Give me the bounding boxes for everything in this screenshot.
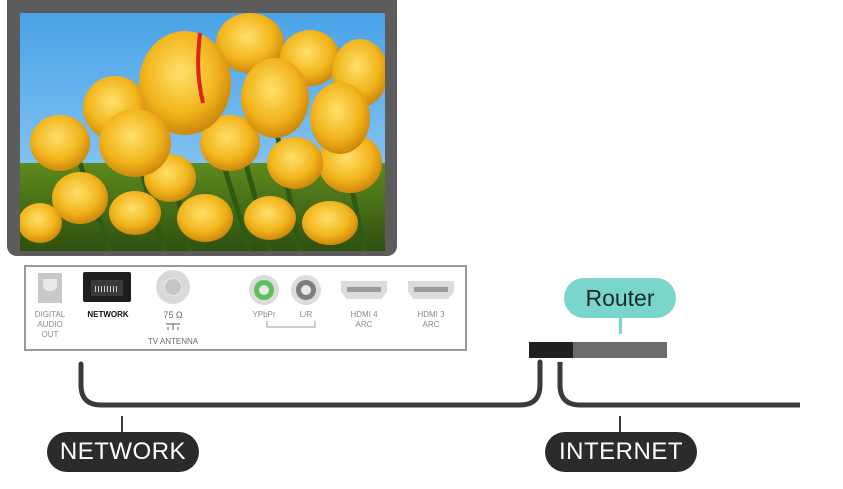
tv-screen-image [20,13,385,251]
network-cable [78,359,543,408]
hdmi3-label: HDMI 3 ARC [417,310,445,329]
antenna-ohm-label: 75 Ω [163,310,183,320]
ethernet-port-icon[interactable] [83,272,131,302]
hdmi3-port-icon[interactable] [408,281,454,299]
internet-label-stem [619,416,621,432]
digital-audio-port-icon [38,273,62,303]
antenna-label: TV ANTENNA [147,337,199,346]
antenna-symbol-icon [166,323,180,330]
ypbpr-label: YPbPr [252,310,276,319]
internet-label: INTERNET [545,432,697,472]
router-port-section [529,342,573,358]
hdmi4-port-icon[interactable] [341,281,387,299]
network-port-label: NETWORK [87,310,129,319]
lr-label: L/R [299,310,313,319]
router-label-stem [619,318,622,334]
digital-audio-label: DIGITAL AUDIO OUT [34,310,66,339]
network-label-stem [121,416,123,432]
hdmi4-label: HDMI 4 ARC [350,310,378,329]
internet-cable [557,362,800,408]
tulips-image [20,13,385,251]
router-body [573,342,667,358]
ypbpr-port-icon[interactable] [249,275,279,305]
network-label: NETWORK [47,432,199,472]
lr-audio-port-icon[interactable] [291,275,321,305]
antenna-port-icon[interactable] [156,270,190,304]
ypbpr-lr-bracket [266,321,316,328]
connector-panel: DIGITAL AUDIO OUT NETWORK 75 Ω TV ANTENN… [24,265,467,351]
router-label: Router [564,278,676,318]
